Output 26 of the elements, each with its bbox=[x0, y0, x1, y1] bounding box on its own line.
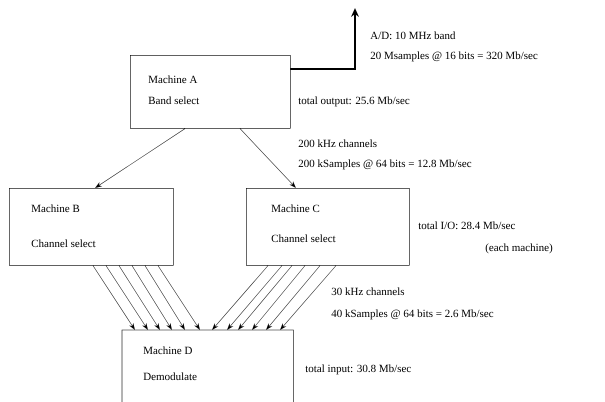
arrow bbox=[95, 128, 186, 188]
machine-box: Machine A Band select bbox=[130, 55, 291, 129]
data-rate-note: 40 kSamples @ 64 bits = 2.6 Mb/sec bbox=[331, 309, 494, 320]
data-rate-note: A/D: 10 MHz band bbox=[370, 31, 456, 40]
data-rate-note: 200 kHz channels bbox=[298, 139, 377, 148]
data-rate-note: (each machine) bbox=[486, 243, 552, 254]
arrow bbox=[132, 265, 172, 330]
arrow bbox=[240, 128, 296, 188]
arrow bbox=[266, 265, 320, 330]
arrow bbox=[144, 265, 185, 330]
data-rate-note: 20 Msamples @ 16 bits = 320 Mb/sec bbox=[370, 51, 538, 62]
arrow bbox=[212, 265, 268, 330]
data-rate-note: 200 kSamples @ 64 bits = 12.8 Mb/sec bbox=[298, 159, 472, 170]
arrow bbox=[92, 265, 135, 330]
data-rate-note: total input: 30.8 Mb/sec bbox=[305, 364, 411, 374]
machine-box: Machine D Demodulate bbox=[122, 330, 294, 402]
machine-box: Machine C Channel select bbox=[246, 188, 410, 266]
machine-box: Machine B Channel select bbox=[9, 188, 174, 266]
arrow bbox=[106, 265, 148, 330]
arrow bbox=[227, 265, 282, 330]
arrow bbox=[118, 265, 160, 330]
data-rate-note: 30 kHz channels bbox=[332, 287, 404, 296]
arrow bbox=[238, 265, 292, 330]
arrow bbox=[158, 265, 200, 330]
arrow bbox=[280, 265, 336, 330]
arrow bbox=[252, 265, 306, 330]
